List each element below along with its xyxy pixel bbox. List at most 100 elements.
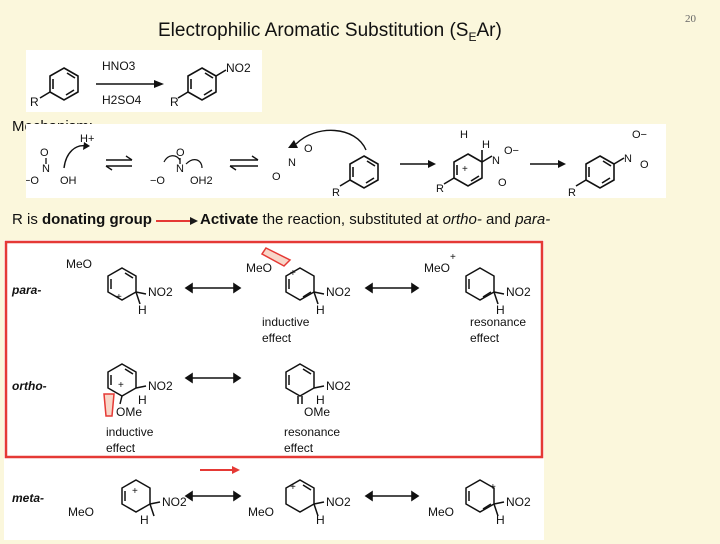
final-o: O: [640, 159, 649, 171]
ortho-plus-1: +: [118, 380, 124, 391]
page-number: 20: [685, 13, 696, 25]
para-ring-1: [107, 267, 147, 305]
resonance-arrow-para-2: [364, 282, 420, 294]
para-plus-1: +: [116, 292, 122, 303]
sigma-n: N: [492, 155, 500, 167]
title-main: Electrophilic Aromatic Substitution (S: [158, 20, 469, 41]
meta-no2-1: NO2: [162, 495, 187, 509]
ortho-ome-2: OMe: [304, 405, 330, 419]
ortho-no2-1: NO2: [148, 379, 173, 393]
mechanism-scheme: H+ O −O N OH O −O N OH2: [24, 124, 666, 199]
overall-reaction-svg: R HNO3 H2SO4 R NO2: [30, 59, 251, 109]
note-part3: and: [481, 211, 516, 228]
nitric-oh: OH: [60, 175, 77, 187]
para-no2-1: NO2: [148, 285, 173, 299]
nitronium-o2: O: [304, 143, 313, 155]
ortho-ring-2: [285, 363, 325, 404]
ortho-no2-2: NO2: [326, 379, 351, 393]
meta-meo-2: MeO: [248, 505, 274, 519]
para-plus-3: +: [450, 252, 456, 263]
ortho-resonance-line2: effect: [284, 441, 314, 455]
note-bold1: donating group: [42, 211, 152, 228]
product-substituent-r: R: [170, 95, 179, 109]
mechanism-benzene: [339, 155, 379, 189]
ortho-inductive-line2: effect: [106, 441, 136, 455]
note-part2: the reaction, substituted at: [258, 211, 443, 228]
para-inductive-line2: effect: [262, 331, 292, 345]
note-italic1: ortho-: [442, 211, 482, 228]
ortho-label: ortho-: [12, 379, 47, 393]
para-meo-2: MeO: [246, 261, 272, 275]
overall-reaction-scheme: R HNO3 H2SO4 R NO2: [26, 50, 262, 112]
meta-plus-3: +: [490, 482, 496, 493]
meta-no2-2: NO2: [326, 495, 351, 509]
mech-benzene-r: R: [332, 187, 340, 198]
equilibrium-arrow-1: [105, 155, 133, 171]
para-h-2: H: [316, 303, 325, 317]
para-h-3: H: [496, 303, 505, 317]
meta-label: meta-: [12, 491, 44, 505]
protonated-o-top: O: [176, 147, 185, 159]
nitric-n: N: [42, 163, 50, 175]
resonance-arrow-ortho: [184, 372, 242, 384]
para-plus-2: +: [290, 268, 296, 279]
note-red-arrow: [156, 217, 198, 225]
open-arrow-inductive-para: [260, 247, 292, 267]
para-no2-3: NO2: [506, 285, 531, 299]
sigma-complex-ring: [443, 150, 493, 187]
curved-arrow-attack: [295, 129, 367, 151]
mechanism-svg: H+ O −O N OH O −O N OH2: [24, 129, 649, 199]
note-right: Activate the reaction, substituted at or…: [200, 211, 550, 228]
resonance-arrow-meta-1: [184, 490, 242, 502]
meta-ring-1: [121, 479, 161, 517]
reagent-bottom: H2SO4: [102, 93, 142, 107]
ortho-ome-1: OMe: [116, 405, 142, 419]
open-arrow-inductive-ortho: [103, 393, 115, 417]
ortho-resonance-line1: resonance: [284, 425, 340, 439]
product-no2: NO2: [226, 61, 251, 75]
meta-plus-2: +: [290, 482, 296, 493]
para-no2-2: NO2: [326, 285, 351, 299]
para-resonance-line1: resonance: [470, 315, 526, 329]
curved-arrow-protonation: [63, 145, 87, 169]
sigma-h1: H: [460, 129, 468, 141]
para-resonance-line2: effect: [470, 331, 500, 345]
meta-ring-3: [465, 479, 505, 517]
note-left: R is donating group: [12, 211, 152, 228]
sigma-plus: +: [462, 164, 468, 175]
para-inductive-line1: inductive: [262, 315, 310, 329]
para-ring-2: [285, 267, 325, 305]
sigma-o-minus: O−: [504, 145, 519, 157]
ortho-inductive-line1: inductive: [106, 425, 154, 439]
nitronium-o1: O: [272, 171, 281, 183]
nitric-o-left: −O: [26, 175, 39, 187]
proton-label: H+: [80, 133, 94, 145]
sigma-r: R: [436, 183, 444, 195]
para-h-1: H: [138, 303, 147, 317]
para-ring-3: [465, 267, 505, 305]
meta-meo-1: MeO: [68, 505, 94, 519]
note-bold2: Activate: [200, 211, 259, 228]
meta-h-2: H: [316, 513, 325, 527]
resonance-svg: para- ortho- meta- MeO + NO2 H: [4, 240, 544, 527]
nitric-o-top: O: [40, 147, 49, 159]
protonated-oh2: OH2: [190, 175, 213, 187]
meta-h-3: H: [496, 513, 505, 527]
sigma-h2: H: [482, 139, 490, 151]
note-italic2: para-: [515, 211, 551, 228]
meta-ring-2: [285, 479, 325, 517]
final-r: R: [568, 187, 576, 198]
title-subscript: E: [468, 29, 477, 44]
ortho-h-2: H: [316, 393, 325, 407]
sigma-o: O: [498, 177, 507, 189]
meta-plus-1: +: [132, 486, 138, 497]
protonated-o-left: −O: [150, 175, 165, 187]
final-nitro-ring: [575, 155, 625, 189]
substituent-r: R: [30, 95, 39, 109]
title-end: Ar): [476, 20, 502, 41]
resonance-arrow-meta-2: [364, 490, 420, 502]
para-meo-3: MeO: [424, 261, 450, 275]
resonance-panel: para- ortho- meta- MeO + NO2 H: [4, 240, 544, 540]
highlight-box: [4, 240, 544, 459]
